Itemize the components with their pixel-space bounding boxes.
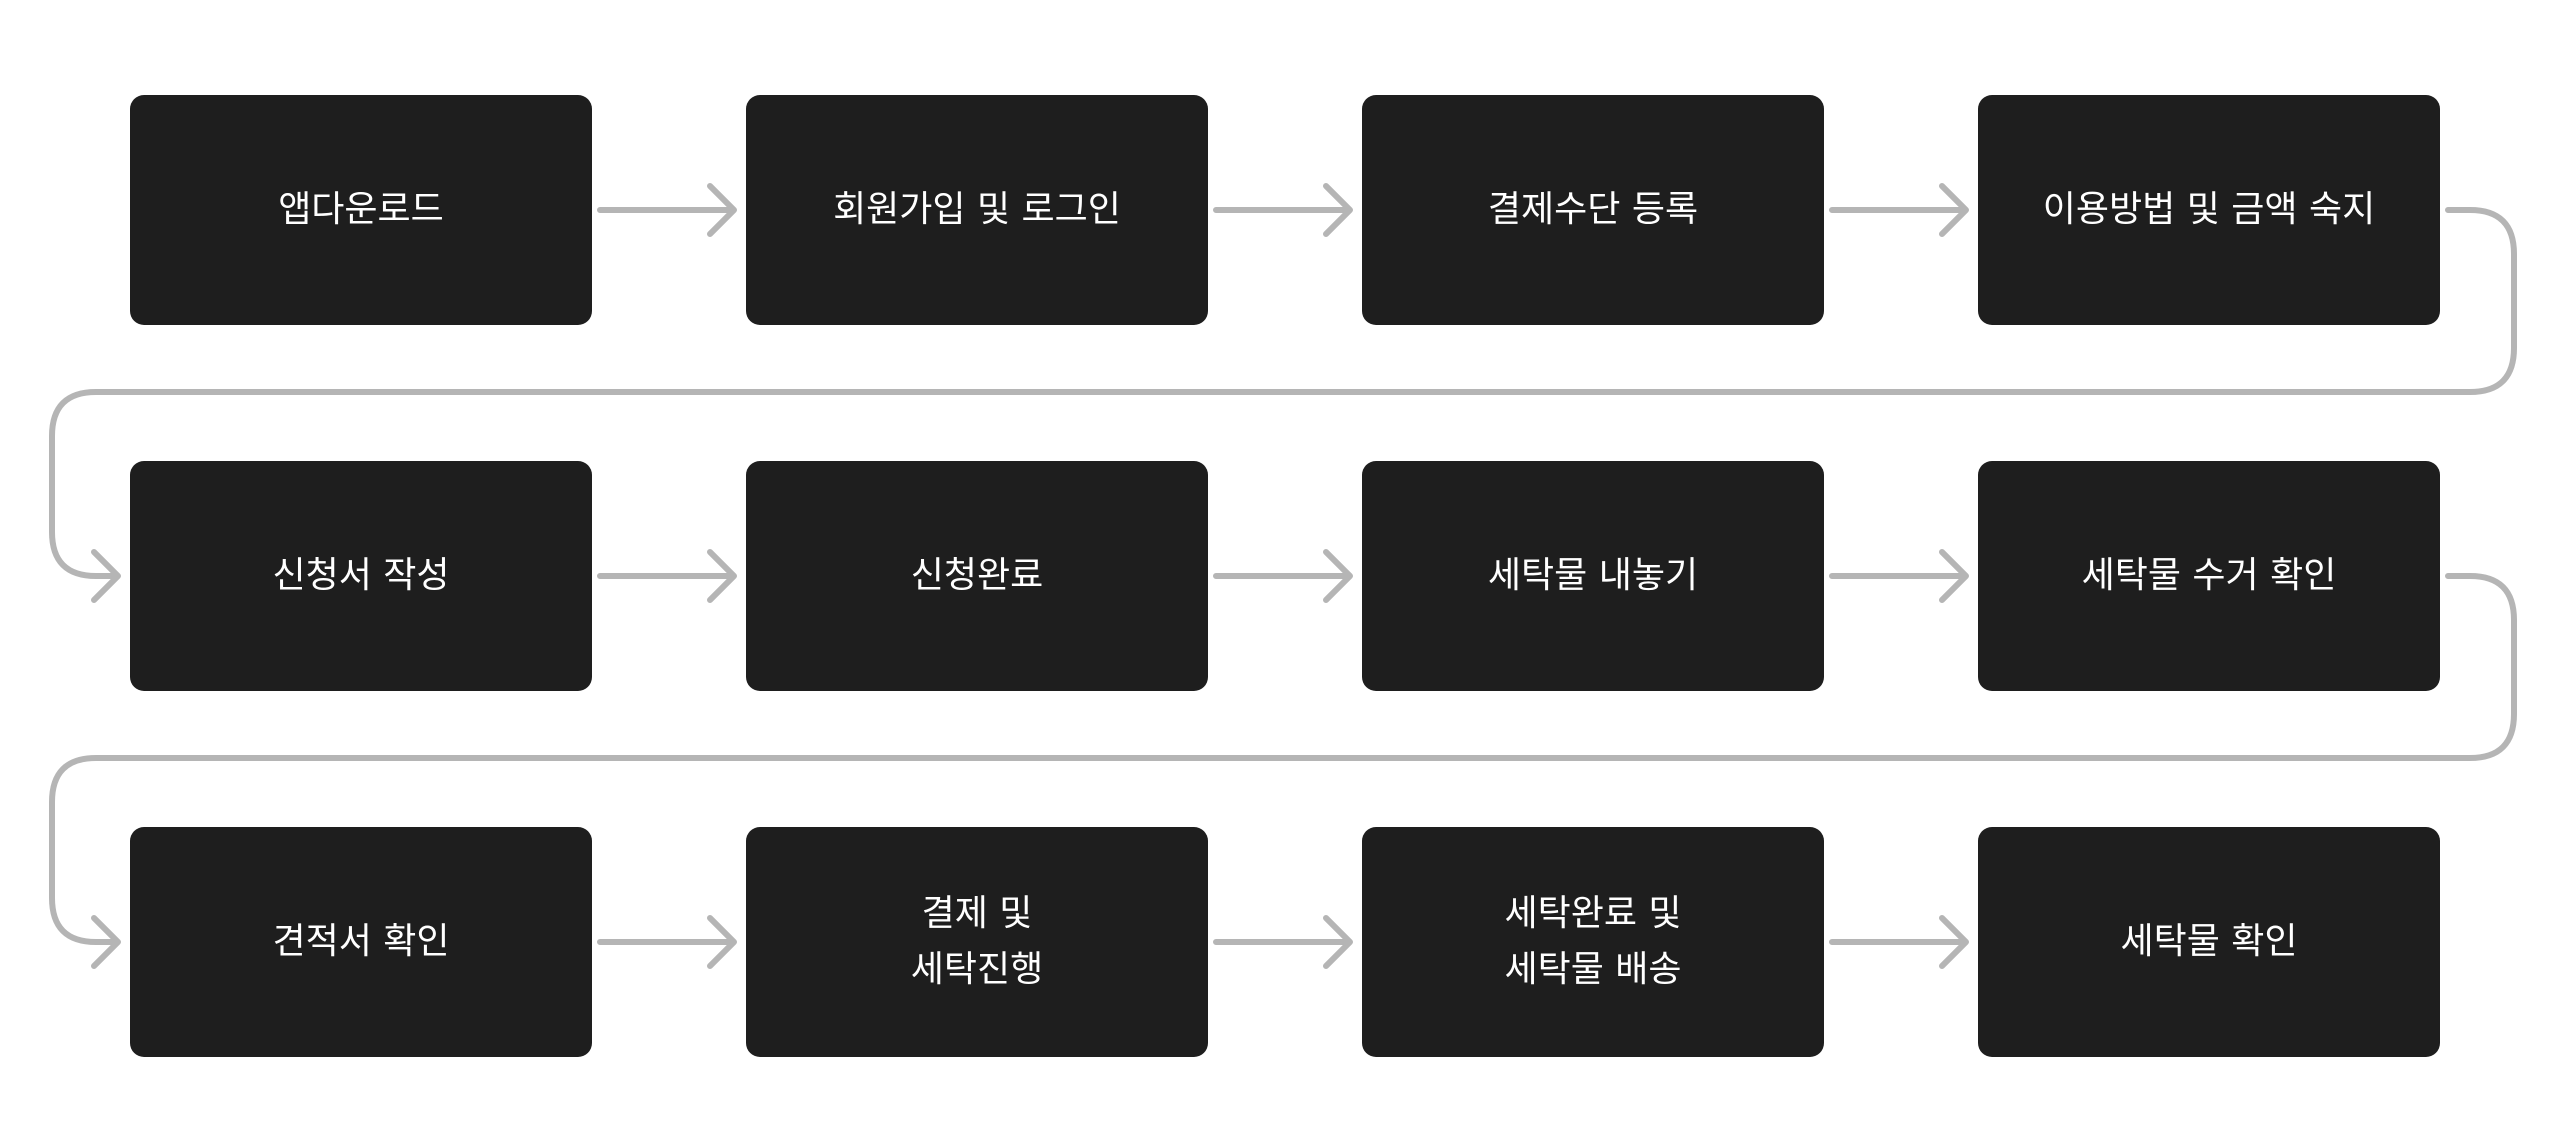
arrow-step7-to-step8 (1829, 549, 1969, 603)
wrap-connector-row1-to-row2 (49, 207, 2517, 603)
step-label-line1: 결제 및 (921, 893, 1033, 934)
step-label-line2: 세탁진행 (910, 949, 1044, 990)
arrow-step3-to-step4 (1829, 183, 1969, 237)
step-label: 세탁물 확인 (2120, 921, 2298, 962)
arrow-step10-to-step11 (1213, 915, 1353, 969)
wrap-connector-row2-to-row3 (49, 573, 2517, 969)
step-put-out-laundry: 세탁물 내놓기 (1362, 461, 1824, 691)
step-label: 앱다운로드 (278, 189, 444, 230)
arrow-step9-to-step10 (597, 915, 737, 969)
step-label: 견적서 확인 (272, 921, 450, 962)
step-payment-and-laundry: 결제 및 세탁진행 (746, 827, 1208, 1057)
step-check-estimate: 견적서 확인 (130, 827, 592, 1057)
step-signup-login: 회원가입 및 로그인 (746, 95, 1208, 325)
step-label: 결제수단 등록 (1487, 189, 1699, 230)
step-register-payment: 결제수단 등록 (1362, 95, 1824, 325)
step-label-line2: 세탁물 배송 (1504, 949, 1682, 990)
arrow-step11-to-step12 (1829, 915, 1969, 969)
step-learn-usage-pricing: 이용방법 및 금액 숙지 (1978, 95, 2440, 325)
arrow-step1-to-step2 (597, 183, 737, 237)
arrow-step5-to-step6 (597, 549, 737, 603)
step-label: 세탁물 내놓기 (1487, 555, 1699, 596)
step-app-download: 앱다운로드 (130, 95, 592, 325)
step-confirm-pickup: 세탁물 수거 확인 (1978, 461, 2440, 691)
step-label: 회원가입 및 로그인 (833, 189, 1121, 230)
step-label: 신청완료 (910, 555, 1044, 596)
step-label: 이용방법 및 금액 숙지 (2042, 189, 2376, 230)
step-application-complete: 신청완료 (746, 461, 1208, 691)
step-label: 세탁물 수거 확인 (2081, 555, 2337, 596)
arrow-step6-to-step7 (1213, 549, 1353, 603)
step-label-line1: 세탁완료 및 (1504, 893, 1682, 934)
step-fill-application: 신청서 작성 (130, 461, 592, 691)
arrow-step2-to-step3 (1213, 183, 1353, 237)
step-label: 신청서 작성 (272, 555, 450, 596)
step-check-laundry: 세탁물 확인 (1978, 827, 2440, 1057)
step-laundry-done-delivery: 세탁완료 및 세탁물 배송 (1362, 827, 1824, 1057)
